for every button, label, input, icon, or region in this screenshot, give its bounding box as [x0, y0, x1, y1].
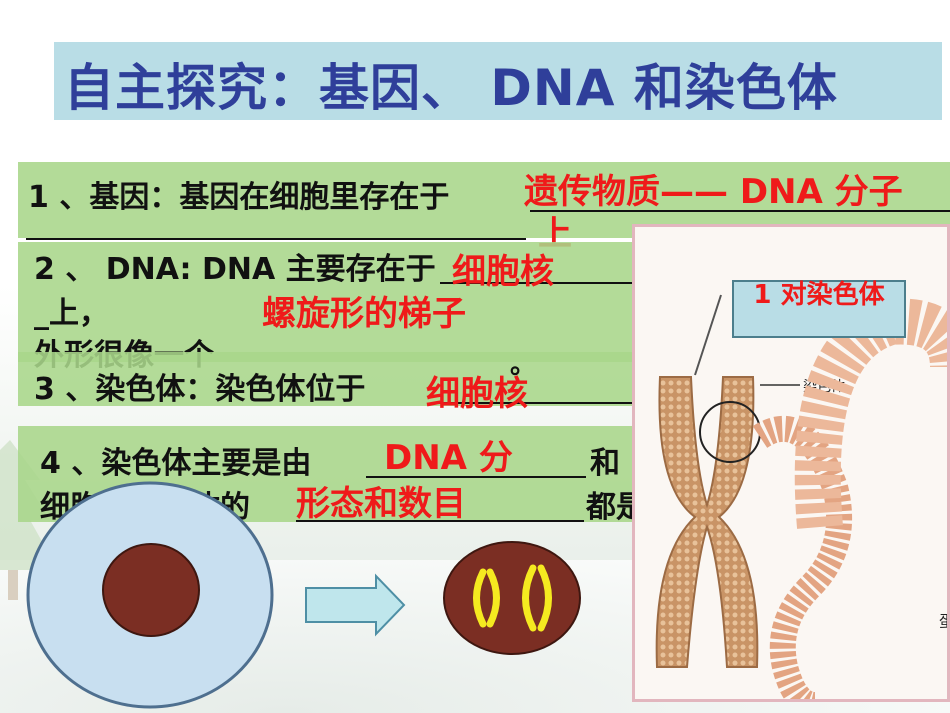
- chromatid-left-2: [486, 568, 500, 628]
- q4-blank-2: [296, 520, 584, 522]
- q4-text: 4 、染色体主要是由: [40, 446, 312, 481]
- q3-band: [18, 352, 632, 406]
- chromosome-pair-label: 1 对染色体: [753, 280, 885, 310]
- chromatid-right-1: [522, 564, 537, 632]
- q4-blank: [366, 476, 586, 478]
- q2-answer-shape: 螺旋形的梯子: [262, 294, 466, 334]
- chromosome-body: [655, 376, 759, 668]
- supercoil: [794, 298, 947, 529]
- q3-answer: 细胞核: [426, 374, 528, 414]
- q4-answer2: 形态和数目: [296, 484, 466, 524]
- cell-division-diagram: [26, 481, 581, 709]
- arrow-shape: [305, 573, 406, 637]
- dividing-nucleus: [443, 541, 581, 655]
- q2-text: 2 、 DNA: DNA 主要存在于: [34, 252, 436, 287]
- q2-line2: _上，: [34, 296, 109, 331]
- q3-text: 3 、染色体：染色体位于: [34, 372, 366, 407]
- chromatid-right-2: [537, 564, 552, 632]
- q4-and: 和: [590, 446, 620, 481]
- cell-nucleus: [102, 543, 200, 637]
- q1-blank-2: [26, 238, 526, 240]
- q2-band: [18, 242, 632, 362]
- slide-title: 自主探究：基因、 DNA 和染色体: [64, 59, 838, 117]
- q1-text: 1 、基因：基因在细胞里存在于: [28, 180, 450, 215]
- label-box: [732, 280, 906, 338]
- q1-answer: 遗传物质—— DNA 分子: [524, 172, 903, 212]
- q3-blank: [432, 402, 632, 404]
- title-banner: [54, 42, 942, 120]
- q2-blank: [440, 282, 632, 284]
- q2-answer-location: 细胞核: [452, 252, 554, 292]
- q3-end: 。: [510, 350, 537, 380]
- edge-character: 蛋: [939, 612, 950, 631]
- dna-coil: [752, 415, 853, 699]
- pointer-line: [694, 294, 722, 376]
- chromatid-left-1: [473, 568, 487, 628]
- q4-answer: DNA 分: [384, 438, 513, 478]
- q1-blank: [530, 210, 950, 212]
